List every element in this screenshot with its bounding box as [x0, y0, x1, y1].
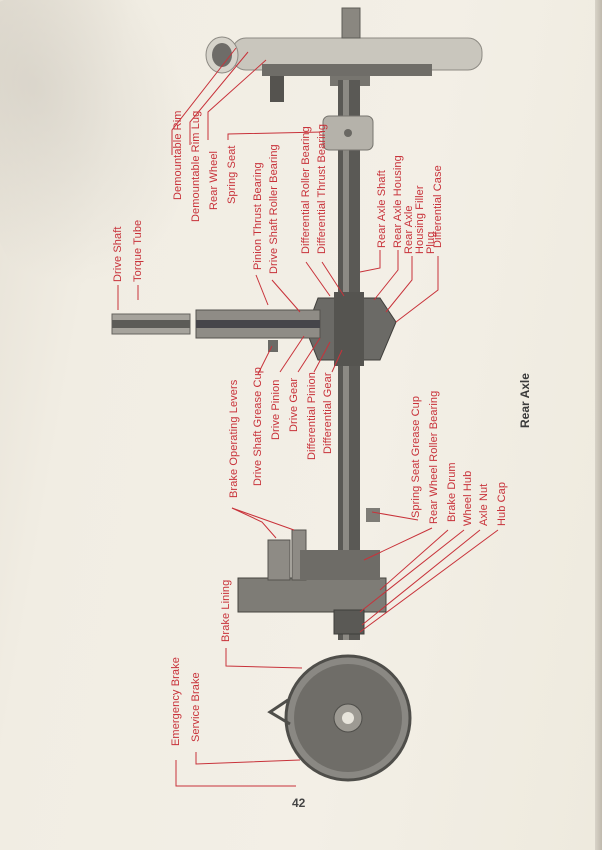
brake-drum-face — [267, 654, 412, 782]
label-differential-roller-bearing: Differential Roller Bearing — [300, 126, 312, 254]
label-emergency-brake: Emergency Brake — [170, 657, 182, 746]
label-drive-shaft-grease-cup: Drive Shaft Grease Cup — [252, 367, 264, 486]
label-differential-thrust-bearing: Differential Thrust Bearing — [316, 123, 328, 254]
label-drive-shaft-roller-bearing: Drive Shaft Roller Bearing — [268, 144, 280, 274]
label-service-brake: Service Brake — [190, 672, 202, 742]
label-differential-gear: Differential Gear — [322, 372, 334, 454]
label-rear-axle-shaft: Rear Axle Shaft — [376, 170, 388, 248]
leader-lines — [117, 47, 499, 787]
label-demountable-rim: Demountable Rim — [172, 110, 184, 200]
brake-drum-section — [237, 508, 387, 635]
label-brake-operating-levers: Brake Operating Levers — [228, 379, 240, 498]
label-demountable-rim-lug: Demountable Rim Lug — [190, 110, 202, 222]
label-wheel-hub: Wheel Hub — [462, 470, 474, 526]
page-number: 42 — [292, 796, 306, 810]
drive-shaft-assembly — [111, 309, 321, 352]
label-pinion-thrust-bearing: Pinion Thrust Bearing — [252, 162, 264, 270]
label-spring-seat-grease-cup: Spring Seat Grease Cup — [410, 395, 422, 518]
label-drive-shaft: Drive Shaft — [112, 226, 124, 282]
label-brake-drum: Brake Drum — [446, 462, 458, 522]
page-edge — [595, 0, 602, 850]
label-rear-wheel-roller-bearing: Rear Wheel Roller Bearing — [428, 390, 440, 524]
wheel-rim-section — [205, 7, 483, 102]
label-torque-tube: Torque Tube — [132, 219, 144, 282]
label-axle-nut: Axle Nut — [478, 483, 490, 526]
figure-caption: Rear Axle — [518, 373, 532, 428]
label-drive-gear: Drive Gear — [288, 377, 300, 432]
label-brake-lining: Brake Lining — [220, 579, 232, 642]
label-spring-seat: Spring Seat — [226, 145, 238, 204]
label-hub-cap: Hub Cap — [496, 481, 508, 526]
label-drive-pinion: Drive Pinion — [270, 379, 282, 440]
label-differential-pinion: Differential Pinion — [306, 372, 318, 460]
label-rear-wheel: Rear Wheel — [208, 150, 220, 210]
axle-shaft — [305, 80, 397, 640]
label-differential-case: Differential Case — [432, 165, 444, 248]
